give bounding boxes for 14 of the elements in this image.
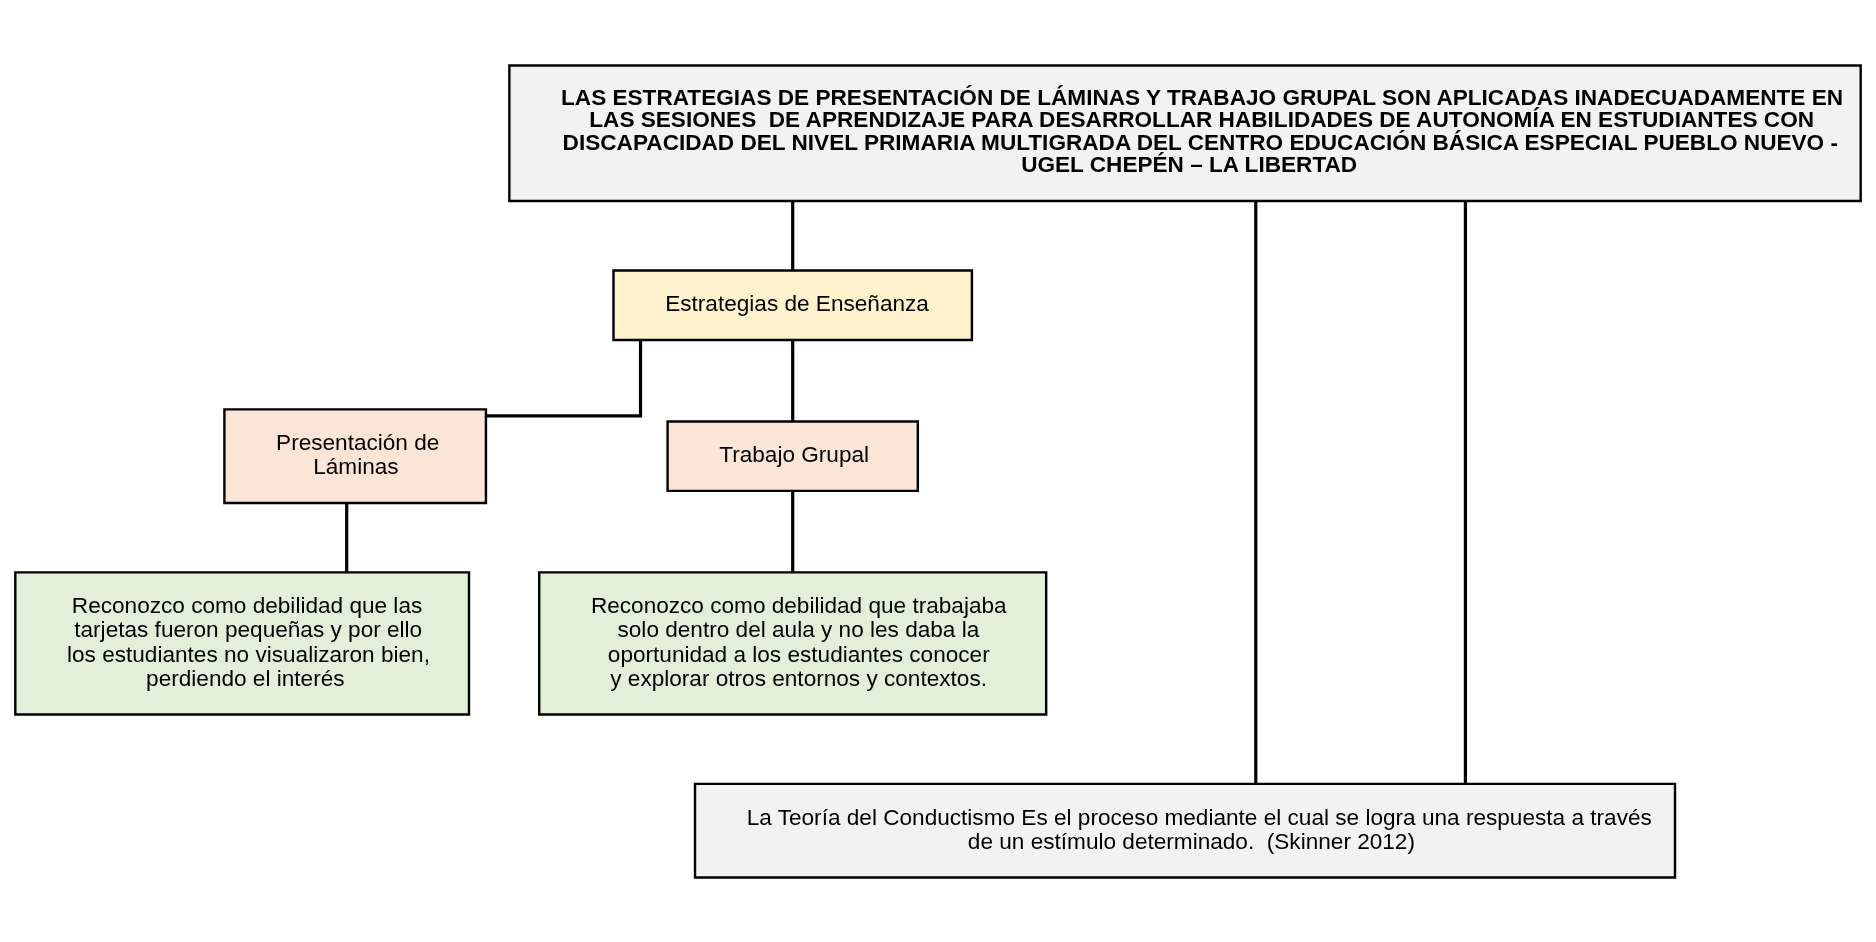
node-box: LAS ESTRATEGIAS DE PRESENTACIÓN DE LÁMINAS Y TRABAJO GRUPAL SON APLICADAS INADECUADAMENTE EN LAS SESIONES DE APRENDIZAJE PARA DESARROLLAR HABILIDADES DE AUTONOMÍA EN ESTUDIANTES CON DISCAPACIDAD DEL NIVEL PRIMARIA MULTIGRADA DEL CENTRO EDUCACIÓN BÁSICA ESPECIAL PUEBLO NUEVO - UGEL CHEPÉN – LA LIBERTAD xyxy=(508,63,1862,202)
node-box: Trabajo Grupal xyxy=(666,419,920,492)
node-box: Reconozco como debilidad que las tarjetas fueron pequeñas y por ello los estudiantes no visualizaron bien, perdiendo el interés xyxy=(14,570,471,716)
connector xyxy=(791,490,795,572)
node-box: Presentación de Láminas xyxy=(223,407,488,504)
node-box: La Teoría del Conductismo Es el proceso mediante el cual se logra una respuesta a través de un estímulo determinado. (Skinner 2012) xyxy=(693,782,1677,879)
connector xyxy=(486,339,643,417)
connector xyxy=(345,502,349,572)
connector xyxy=(1463,200,1467,784)
node-box: Reconozco como debilidad que trabajaba solo dentro del aula y no les daba la oportunidad a los estudiantes conocer y explorar otros entornos y contextos. xyxy=(538,570,1048,716)
node-box: Estrategias de Enseñanza xyxy=(612,268,974,341)
connector xyxy=(791,200,795,270)
connector xyxy=(791,339,795,421)
connector xyxy=(1254,200,1258,784)
